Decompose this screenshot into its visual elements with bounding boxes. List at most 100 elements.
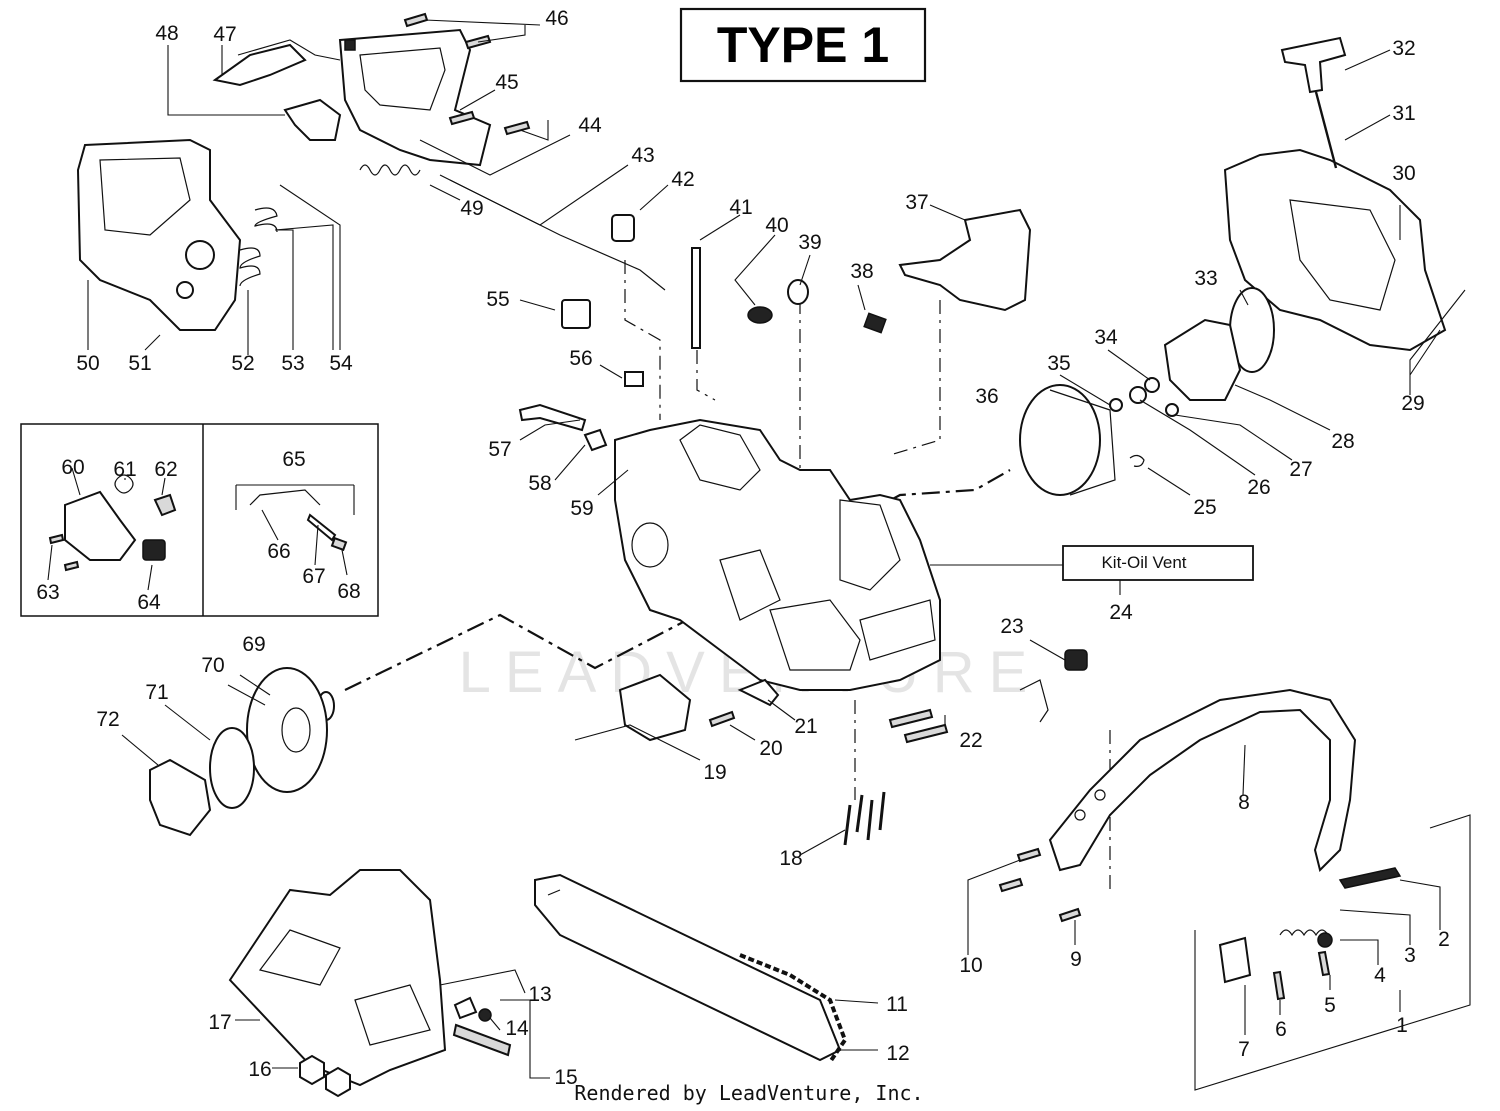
callout-38: 38: [850, 260, 873, 283]
callout-69: 69: [242, 633, 265, 656]
callout-50: 50: [76, 352, 99, 375]
callout-2: 2: [1438, 928, 1450, 951]
callout-15: 15: [554, 1066, 577, 1089]
diagram-title: TYPE 1: [717, 17, 889, 73]
kit-oil-vent-label: Kit-Oil Vent: [1062, 545, 1254, 581]
chain-tensioner-part-15: [452, 1023, 512, 1057]
callout-21: 21: [794, 715, 817, 738]
screw-part-5: [1317, 950, 1331, 977]
rear-handle-part-50: [76, 138, 242, 331]
callout-51: 51: [128, 352, 151, 375]
part-56: [624, 371, 644, 387]
top-handle-part-46: [338, 28, 492, 167]
washer-part-4: [1317, 932, 1333, 948]
callout-58: 58: [528, 472, 551, 495]
callout-8: 8: [1238, 791, 1250, 814]
inset-box-oil-pump: [20, 423, 379, 617]
callout-29: 29: [1401, 392, 1424, 415]
callout-72: 72: [96, 708, 119, 731]
callout-56: 56: [569, 347, 592, 370]
part-58: [583, 428, 608, 452]
key-part-25: [1129, 454, 1145, 467]
bolt-part-20: [708, 710, 736, 728]
callout-33: 33: [1194, 267, 1217, 290]
callout-37: 37: [905, 191, 928, 214]
callout-45: 45: [495, 71, 518, 94]
flywheel-part-36: [1019, 384, 1116, 496]
leader-lines: [47, 19, 1466, 1079]
callout-23: 23: [1000, 615, 1023, 638]
callout-12: 12: [886, 1042, 909, 1065]
callout-26: 26: [1247, 476, 1270, 499]
stud-part-41: [691, 247, 701, 349]
sprocket-cover-part-17: [228, 869, 447, 1087]
bolt-part-9: [1058, 907, 1082, 923]
callout-28: 28: [1331, 430, 1354, 453]
callout-40: 40: [765, 214, 788, 237]
callout-65: 65: [282, 448, 305, 471]
callout-57: 57: [488, 438, 511, 461]
callout-25: 25: [1193, 496, 1216, 519]
callout-11: 11: [886, 993, 908, 1016]
bracket-part-1-group: [1194, 814, 1471, 1091]
callout-36: 36: [975, 385, 998, 408]
callout-67: 67: [302, 565, 325, 588]
callout-55: 55: [486, 288, 509, 311]
guide-bar-part-11: [534, 873, 842, 1062]
spring-part-49: [359, 164, 421, 176]
grommet-part-42: [611, 214, 635, 242]
washer-part-35: [1109, 398, 1123, 412]
callout-6: 6: [1275, 1018, 1287, 1041]
callout-39: 39: [798, 231, 821, 254]
callout-7: 7: [1238, 1038, 1250, 1061]
spring-part-3: [1279, 929, 1329, 937]
callout-63: 63: [36, 581, 59, 604]
rubber-part-38: [863, 312, 887, 334]
callout-54: 54: [329, 352, 353, 375]
callout-16: 16: [248, 1058, 271, 1081]
nut-part-26: [1129, 386, 1147, 404]
crankcase-assembly: [614, 418, 941, 691]
callout-30: 30: [1392, 162, 1415, 185]
washer-part-14: [478, 1008, 492, 1022]
washer-part-34: [1144, 377, 1160, 393]
plate-part-2: [1338, 867, 1402, 889]
callout-27: 27: [1289, 458, 1312, 481]
av-spring-part-52: [239, 247, 261, 287]
callout-66: 66: [267, 540, 290, 563]
cap-part-39: [747, 279, 809, 324]
callout-41: 41: [729, 196, 752, 219]
callout-3: 3: [1404, 944, 1416, 967]
chain-guide-part-19: [618, 673, 692, 742]
callout-13: 13: [528, 983, 551, 1006]
heat-shield-part-37: [898, 208, 1032, 312]
callout-43: 43: [631, 144, 654, 167]
callout-32: 32: [1392, 37, 1415, 60]
callout-34: 34: [1094, 326, 1118, 349]
callout-71: 71: [145, 681, 168, 704]
start-handle-part-32: [1280, 36, 1347, 94]
callout-24: 24: [1109, 601, 1133, 624]
callout-1: 1: [1396, 1014, 1408, 1037]
callout-64: 64: [137, 591, 161, 614]
washer-part-27: [1165, 403, 1179, 417]
oil-hose-parts: [249, 489, 348, 552]
callout-70: 70: [201, 654, 224, 677]
callout-59: 59: [570, 497, 593, 520]
callout-68: 68: [337, 580, 360, 603]
callout-17: 17: [208, 1011, 231, 1034]
callout-42: 42: [671, 168, 694, 191]
throttle-lever-part-47: [212, 43, 307, 87]
spike-part-21: [737, 678, 780, 707]
callout-49: 49: [460, 197, 483, 220]
diagram-title-box: TYPE 1: [679, 7, 927, 83]
callout-10: 10: [959, 954, 982, 977]
callout-5: 5: [1324, 994, 1336, 1017]
sleeve-part-7: [1218, 936, 1252, 984]
callout-61: 61: [113, 458, 136, 481]
nuts-part-16: [299, 1054, 351, 1098]
bolts-part-22: [888, 708, 949, 744]
bolts-part-10: [998, 847, 1042, 893]
callout-31: 31: [1392, 102, 1415, 125]
